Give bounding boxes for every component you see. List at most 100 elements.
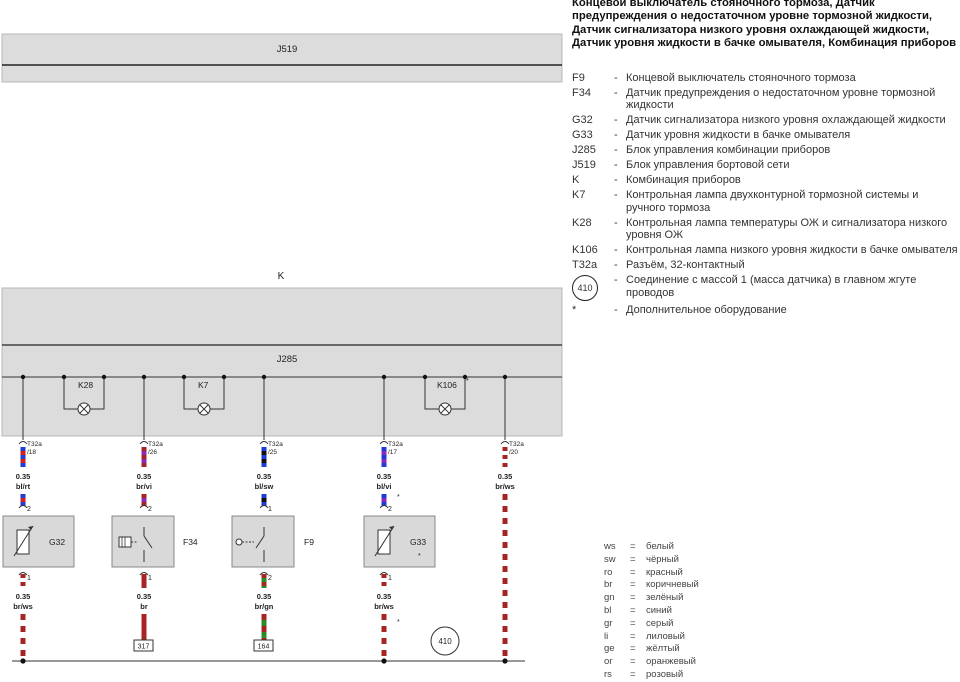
wire-5-size: 0.35 <box>498 472 513 481</box>
legend-item: F34-Датчик предупреждения о недостаточно… <box>572 87 960 112</box>
ground-junctions <box>20 658 508 664</box>
legend-desc: Контрольная лампа низкого уровня жидкост… <box>626 244 958 257</box>
lamp-k106: K106 * <box>422 374 469 416</box>
color-code-table: ws=белый sw=чёрный ro=красный br=коричне… <box>604 541 699 682</box>
wire-1-pin: /18 <box>27 449 36 456</box>
legend-item: G33-Датчик уровня жидкости в бачке омыва… <box>572 129 960 141</box>
legend-desc: Контрольная лампа двухконтурной тормозно… <box>626 189 919 214</box>
wire-2-pin: /26 <box>148 449 157 456</box>
wire-1-size2: 0.35 <box>16 592 31 601</box>
legend-code: * <box>572 303 577 316</box>
legend-item: 410-Соединение с массой 1 (масса датчика… <box>572 274 960 302</box>
wire-3-upper <box>261 447 267 467</box>
wire-1-pin-top: 2 <box>27 506 31 513</box>
color-row: ws=белый <box>604 541 674 552</box>
wire-4-pin: /17 <box>388 449 397 456</box>
wire-2-color2: br <box>140 602 148 611</box>
terminal-317-label: 317 <box>138 644 150 651</box>
color-code: or <box>604 656 613 668</box>
color-name: чёрный <box>646 553 679 565</box>
legend-code: G33 <box>572 129 593 142</box>
legend-desc: Датчик уровня жидкости в бачке омывателя <box>626 129 851 142</box>
wire-3-pin-bottom: 2 <box>268 575 272 582</box>
lamp-k28: K28 <box>61 374 107 416</box>
k-block <box>1 287 563 437</box>
wire-3-size: 0.35 <box>257 472 272 481</box>
legend-item: K28-Контрольная лампа температуры ОЖ и с… <box>572 217 960 242</box>
wire-2-pin-top: 2 <box>148 506 152 513</box>
legend-code: G32 <box>572 114 593 127</box>
legend-item: T32a-Разъём, 32-контактный <box>572 259 960 271</box>
wire-3-pin-top: 1 <box>268 506 272 513</box>
legend-desc: Соединение с массой 1 (масса датчика) в … <box>626 274 917 299</box>
color-name: красный <box>646 566 683 578</box>
legend-item: G32-Датчик сигнализатора низкого уровня … <box>572 114 960 126</box>
wire-3-conn: T32a <box>268 441 283 448</box>
color-name: зелёный <box>646 592 684 604</box>
lamp-k7-label: K7 <box>198 380 209 390</box>
color-code: ge <box>604 643 615 655</box>
ground-label: 410 <box>438 637 452 646</box>
wire-segments <box>20 447 508 659</box>
wire-1-color2: br/ws <box>13 602 33 611</box>
wire-5-color: br/ws <box>495 482 515 491</box>
color-name: синий <box>646 604 672 616</box>
color-row: ro=красный <box>604 566 683 578</box>
connector-marks <box>18 441 510 445</box>
color-code: li <box>604 630 609 642</box>
f9-label: F9 <box>304 537 314 547</box>
wire-4-upper <box>381 447 387 467</box>
j285-label: J285 <box>277 354 298 365</box>
legend-item: J285-Блок управления комбинации приборов <box>572 144 960 156</box>
legend-code: K106 <box>572 244 598 257</box>
j519-block <box>1 33 563 83</box>
wire-3-lead-bottom <box>261 574 267 588</box>
wire-2-lower <box>141 614 147 640</box>
legend-item: F9-Концевой выключатель стояночного торм… <box>572 72 960 84</box>
legend-desc: Датчик сигнализатора низкого уровня охла… <box>626 114 946 127</box>
page-title: Концевой выключатель стояночного тормоза… <box>572 0 957 50</box>
wire-1-lower <box>20 614 26 659</box>
color-row: ge=жёлтый <box>604 643 680 655</box>
legend-code: 410 <box>572 274 614 302</box>
color-code: br <box>604 579 613 591</box>
component-f34: F34 <box>111 515 198 568</box>
wire-2-pin-bottom: 1 <box>148 575 152 582</box>
wire-1-lead-bottom <box>20 574 26 588</box>
legend-code: F34 <box>572 87 591 99</box>
wire-3-size2: 0.35 <box>257 592 272 601</box>
lamp-k28-label: K28 <box>78 380 93 390</box>
color-name: розовый <box>646 668 684 680</box>
legend-desc: Дополнительное оборудование <box>626 303 787 316</box>
wire-5-lower <box>502 494 508 659</box>
legend-desc: Концевой выключатель стояночного тормоза <box>626 72 856 84</box>
legend-code: F9 <box>572 72 585 84</box>
wire-2-lead-bottom <box>141 574 147 588</box>
wire-2-size2: 0.35 <box>137 592 152 601</box>
legend-desc: Комбинация приборов <box>626 174 741 187</box>
j519-label: J519 <box>277 44 298 55</box>
legend-code: K <box>572 174 580 187</box>
color-name: серый <box>646 617 674 629</box>
color-row: gr=серый <box>604 617 674 629</box>
color-row: li=лиловый <box>604 630 685 642</box>
wire-5-conn: T32a <box>509 441 524 448</box>
wire-4-conn: T32a <box>388 441 403 448</box>
color-row: gn=зелёный <box>604 592 684 604</box>
legend-code: K28 <box>572 216 592 229</box>
wire-4-color2: br/ws <box>374 602 394 611</box>
k-label: K <box>278 271 285 282</box>
color-name: оранжевый <box>646 656 696 668</box>
color-row: rs=розовый <box>604 668 684 680</box>
wire-lines <box>22 377 506 440</box>
color-row: or=оранжевый <box>604 656 696 668</box>
wire-4-pin-bottom: 1 <box>388 575 392 582</box>
color-name: жёлтый <box>646 643 680 655</box>
color-code: sw <box>604 553 616 565</box>
star-mark: * <box>397 619 400 626</box>
color-code: gn <box>604 592 615 604</box>
wire-5-pin: /20 <box>509 449 518 456</box>
color-row: sw=чёрный <box>604 553 679 565</box>
lamp-k106-star: * <box>466 378 469 385</box>
component-g33: G33 <box>363 515 436 568</box>
